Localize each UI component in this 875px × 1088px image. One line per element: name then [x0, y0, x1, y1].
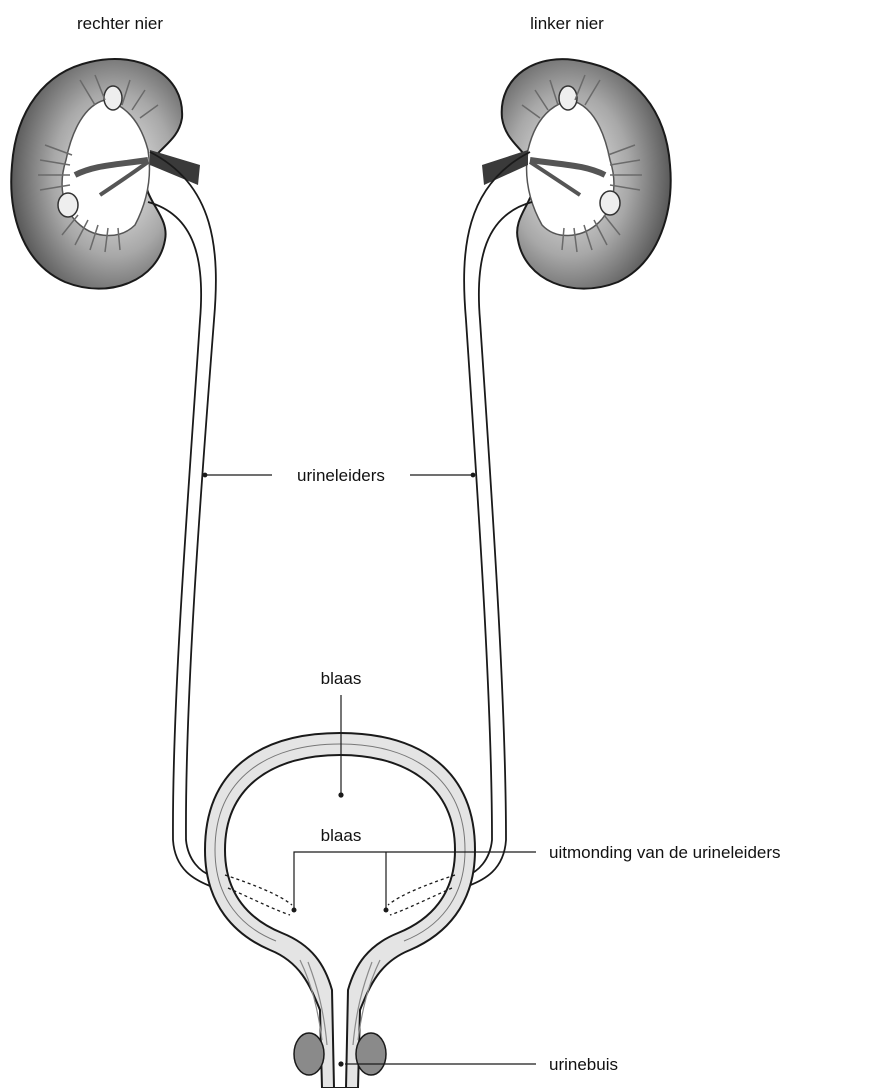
left-kidney [482, 59, 671, 288]
left-ureter [464, 152, 532, 886]
label-bladder-top: blaas [321, 669, 362, 688]
label-urethra: urinebuis [549, 1055, 618, 1074]
label-ureters: urineleiders [297, 466, 385, 485]
bladder [205, 733, 475, 1088]
right-ureter [148, 152, 216, 886]
right-kidney [11, 59, 200, 289]
label-right-kidney: rechter nier [77, 14, 163, 33]
label-ureter-openings: uitmonding van de urineleiders [549, 843, 781, 862]
label-left-kidney: linker nier [530, 14, 604, 33]
label-bladder-inner: blaas [321, 826, 362, 845]
